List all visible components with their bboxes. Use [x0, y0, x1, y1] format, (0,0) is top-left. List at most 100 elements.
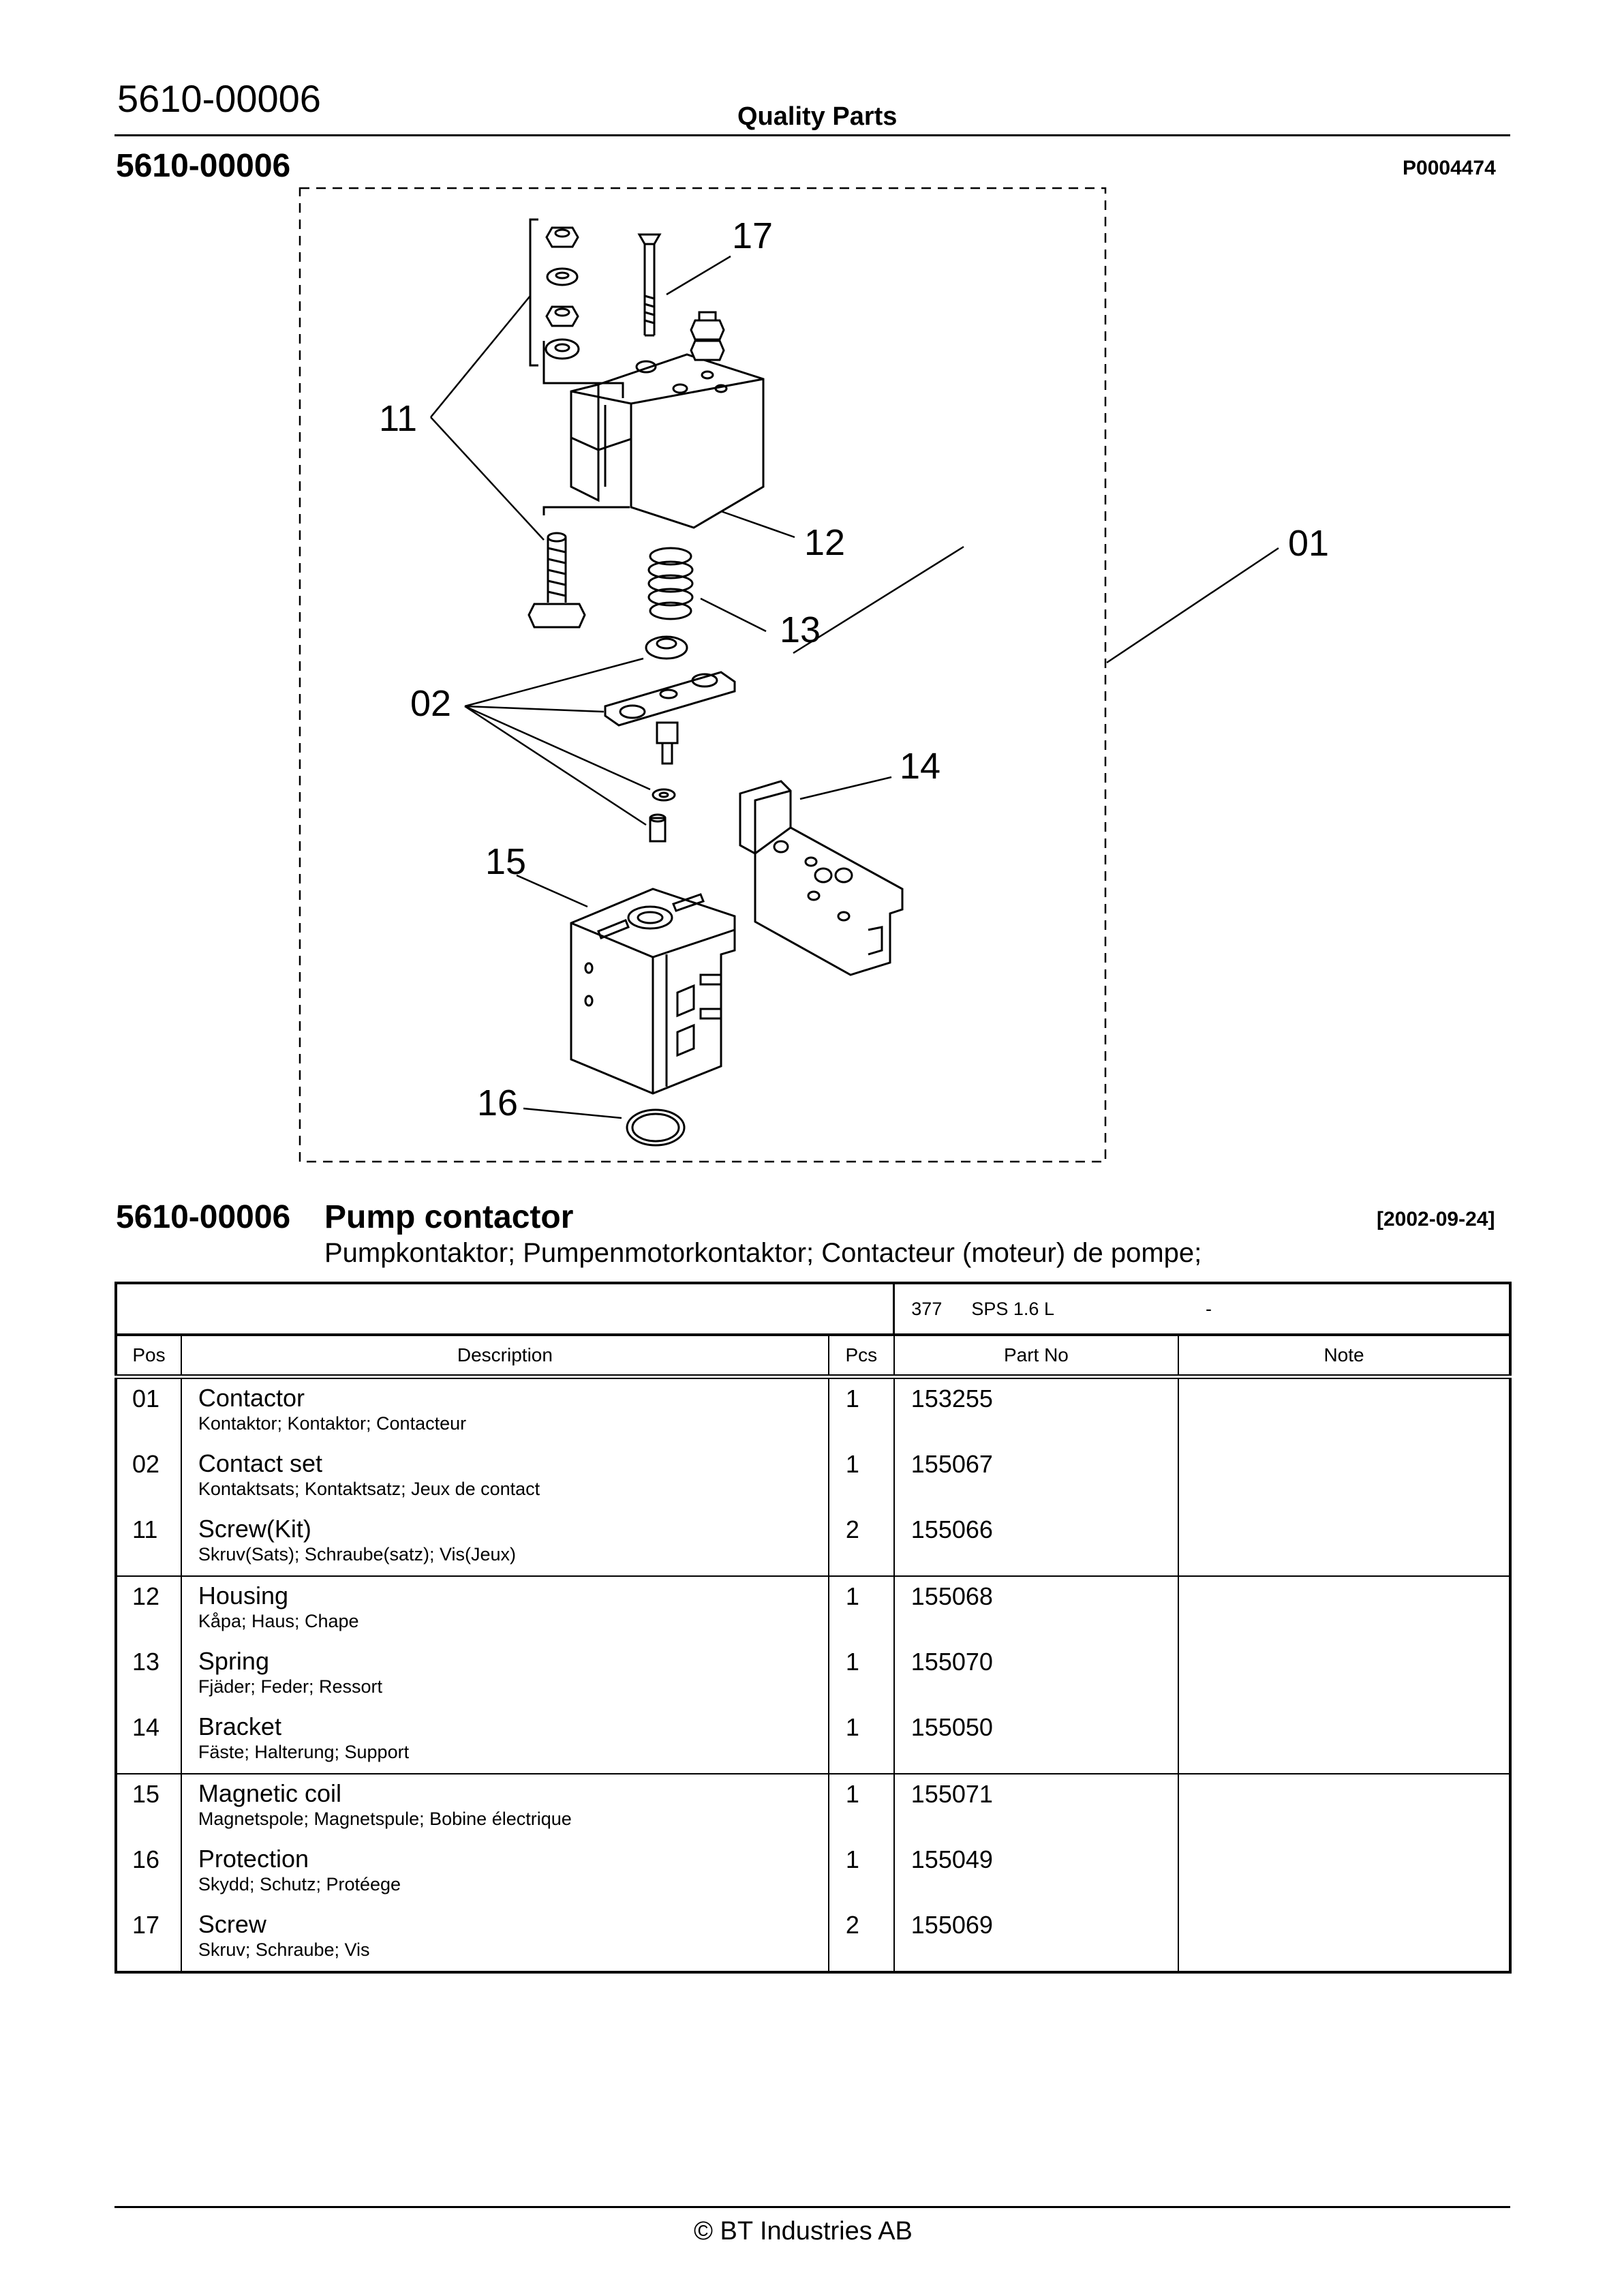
assembly-boundary	[299, 187, 1107, 1163]
row-desc-translations: Fjäder; Feder; Ressort	[198, 1676, 382, 1697]
row-note	[1178, 1510, 1512, 1577]
row-pos: 11	[114, 1510, 181, 1577]
bolt-11-part	[527, 532, 586, 629]
part-name-title: Pump contactor	[324, 1199, 574, 1235]
spring-part	[647, 547, 694, 620]
row-note	[1178, 1708, 1512, 1774]
exploded-view-drawing: 17 11 12 01 13 02 14 15 16	[299, 187, 1107, 1163]
col-header-pcs: Pcs	[827, 1335, 894, 1379]
row-desc-translations: Magnetspole; Magnetspule; Bobine électri…	[198, 1809, 572, 1829]
serial-range: -	[1205, 1298, 1212, 1319]
row-pos: 15	[114, 1774, 181, 1840]
copyright: © BT Industries AB	[694, 2217, 913, 2246]
row-note	[1178, 1376, 1512, 1445]
row-pcs: 2	[827, 1510, 894, 1577]
row-pos: 16	[114, 1840, 181, 1905]
row-part-no: 155066	[893, 1510, 1179, 1577]
col-header-pos: Pos	[114, 1335, 181, 1379]
row-pcs: 1	[827, 1642, 894, 1708]
row-pcs: 1	[827, 1708, 894, 1774]
row-part-no: 153255	[893, 1376, 1179, 1445]
drawing-reference: P0004474	[1403, 157, 1496, 179]
callout-15: 15	[485, 841, 526, 882]
row-note	[1178, 1840, 1512, 1905]
row-desc-main: Protection	[198, 1845, 309, 1873]
row-part-no: 155067	[893, 1445, 1179, 1510]
row-desc-main: Contact set	[198, 1449, 322, 1477]
header-divider	[114, 134, 1510, 136]
callout-12: 12	[804, 522, 845, 563]
row-desc-main: Bracket	[198, 1712, 281, 1740]
row-pcs: 1	[827, 1576, 894, 1642]
footer-divider	[114, 2206, 1510, 2208]
parts-table: 377 SPS 1.6 L - Pos Description Pcs Part…	[114, 1282, 1512, 1974]
row-desc-translations: Fäste; Halterung; Support	[198, 1742, 410, 1762]
contact-set-part	[604, 635, 736, 843]
row-pos: 14	[114, 1708, 181, 1774]
row-part-no: 155070	[893, 1642, 1179, 1708]
row-desc-translations: Kontaktor; Kontaktor; Contacteur	[198, 1413, 467, 1434]
callout-14: 14	[900, 746, 940, 787]
part-number-title: 5610-00006	[116, 1199, 291, 1235]
row-part-no: 155050	[893, 1708, 1179, 1774]
callout-01-label: 01	[1288, 523, 1330, 564]
row-pos: 13	[114, 1642, 181, 1708]
row-description: Screw(Kit)Skruv(Sats); Schraube(satz); V…	[180, 1510, 829, 1577]
row-pos: 02	[114, 1445, 181, 1510]
row-note	[1178, 1445, 1512, 1510]
row-desc-main: Magnetic coil	[198, 1779, 341, 1807]
protection-ring-part	[626, 1108, 686, 1147]
callout-11: 11	[379, 398, 417, 439]
row-desc-translations: Kåpa; Haus; Chape	[198, 1611, 359, 1631]
table-header: Pos Description Pcs Part No Note	[114, 1335, 1512, 1379]
screw-17-part	[637, 233, 662, 337]
col-header-note: Note	[1178, 1335, 1512, 1379]
row-pcs: 1	[827, 1774, 894, 1840]
callout-01-leader	[1106, 547, 1279, 664]
row-desc-main: Contactor	[198, 1384, 305, 1412]
row-desc-main: Housing	[198, 1582, 288, 1610]
section-number: 5610-00006	[116, 148, 291, 184]
callout-17: 17	[732, 215, 773, 256]
row-pcs: 1	[827, 1840, 894, 1905]
row-pcs: 1	[827, 1445, 894, 1510]
model-code: 377	[911, 1298, 943, 1319]
row-desc-translations: Skruv(Sats); Schraube(satz); Vis(Jeux)	[198, 1544, 517, 1565]
row-desc-main: Screw	[198, 1910, 266, 1938]
callout-02: 02	[410, 683, 451, 724]
row-desc-main: Screw(Kit)	[198, 1515, 311, 1543]
row-part-no: 155069	[893, 1905, 1179, 1974]
row-pos: 17	[114, 1905, 181, 1974]
col-header-part-no: Part No	[893, 1335, 1179, 1379]
housing-part	[542, 311, 765, 529]
magnetic-coil-part	[570, 888, 736, 1095]
col-header-description: Description	[180, 1335, 829, 1379]
callout-13: 13	[780, 609, 821, 650]
row-desc-translations: Skruv; Schraube; Vis	[198, 1939, 370, 1960]
row-pcs: 2	[827, 1905, 894, 1974]
applicability-blank	[114, 1282, 894, 1336]
row-part-no: 155068	[893, 1576, 1179, 1642]
header-title: Quality Parts	[737, 102, 898, 131]
row-part-no: 155049	[893, 1840, 1179, 1905]
row-pcs: 1	[827, 1376, 894, 1445]
callout-16: 16	[477, 1083, 518, 1123]
row-pos: 12	[114, 1576, 181, 1642]
row-desc-translations: Skydd; Schutz; Protéege	[198, 1874, 401, 1894]
applicability-cell: 377 SPS 1.6 L -	[893, 1282, 1512, 1336]
row-note	[1178, 1576, 1512, 1642]
